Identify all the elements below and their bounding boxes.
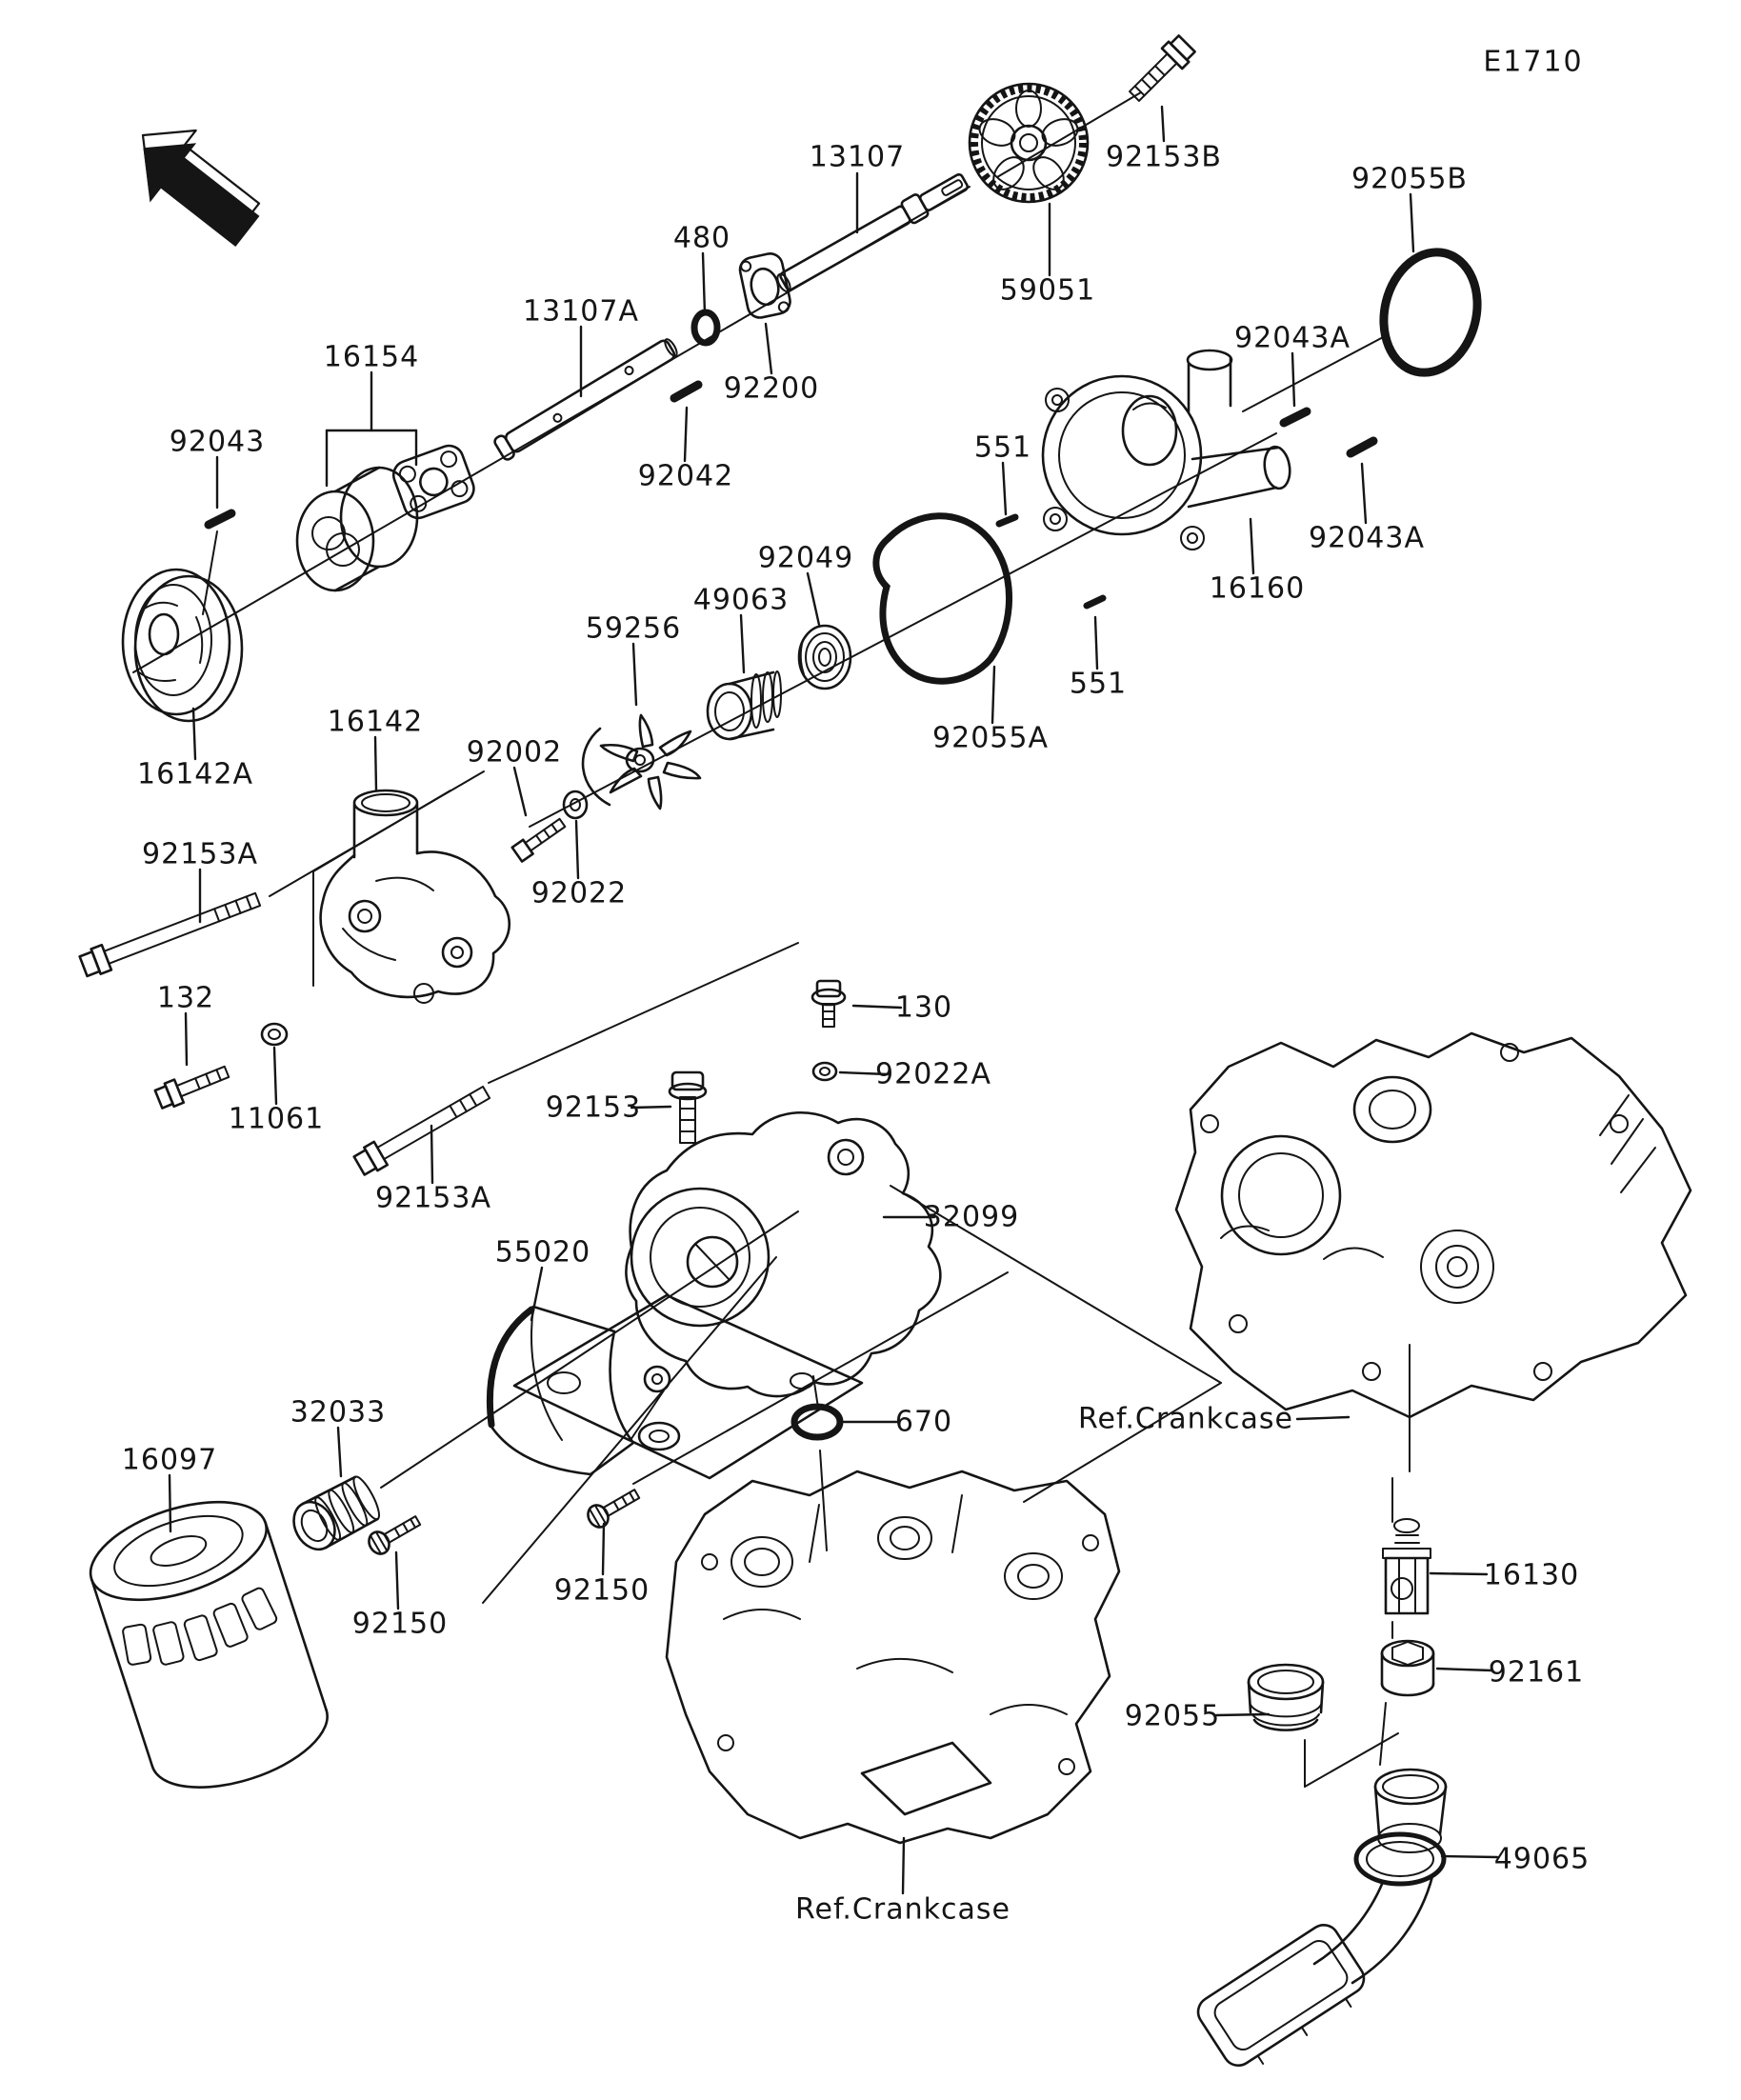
rotor-set-16154-drawing — [295, 444, 475, 592]
part-label-16130: 16130 — [1483, 1558, 1580, 1592]
part-label-59051: 59051 — [999, 273, 1096, 308]
guard-55020-drawing — [486, 1305, 671, 1476]
relief-valve-16130-drawing — [1382, 1518, 1431, 1615]
part-label-59256: 59256 — [585, 611, 682, 646]
part-label-132: 132 — [156, 981, 215, 1015]
part-label-551-1: 551 — [973, 430, 1032, 465]
part-label-16160: 16160 — [1209, 571, 1306, 606]
part-label-92153a-1: 92153A — [142, 837, 258, 871]
part-label-92002: 92002 — [466, 735, 563, 770]
part-label-92055b: 92055B — [1351, 162, 1469, 196]
plug-92055-drawing — [1247, 1663, 1325, 1731]
label-leader-lines — [168, 105, 1499, 1895]
part-label-32099: 32099 — [923, 1200, 1020, 1234]
part-label-13107a: 13107A — [523, 294, 639, 329]
pin-551-upper-drawing — [995, 513, 1019, 528]
impeller-59256-drawing — [581, 713, 702, 810]
part-label-92200: 92200 — [723, 371, 820, 406]
washer-92022-drawing — [562, 790, 589, 820]
part-label-16154: 16154 — [323, 340, 420, 374]
part-label-49063: 49063 — [692, 583, 790, 617]
washer-480-drawing — [690, 309, 721, 347]
shaft-13107a-drawing — [493, 338, 678, 461]
oil-filter-16097-drawing — [89, 1500, 329, 1789]
part-label-92022a: 92022A — [875, 1057, 991, 1091]
seal-92049-drawing — [797, 624, 852, 690]
assembly-axis-lines — [132, 91, 1411, 1788]
part-label-13107: 13107 — [809, 140, 906, 174]
pin-92043-drawing — [204, 509, 236, 530]
gasket-92055a-drawing — [872, 512, 1013, 685]
oil-pump-32099-drawing — [512, 1111, 942, 1480]
part-label-16097: 16097 — [121, 1443, 218, 1477]
part-label-480: 480 — [672, 221, 731, 255]
part-label-92153: 92153 — [545, 1090, 642, 1125]
rotor-16142a-drawing — [121, 568, 244, 723]
part-label-e1710: E1710 — [1483, 45, 1584, 79]
part-label-ref-crankcase-1: Ref.Crankcase — [1078, 1402, 1293, 1436]
part-label-92150-2: 92150 — [351, 1607, 449, 1641]
water-pump-cover-16160-drawing — [1041, 349, 1291, 550]
pin-92043a-lower-drawing — [1346, 436, 1378, 458]
socket-92161-drawing — [1380, 1639, 1435, 1697]
part-label-92043a-1: 92043A — [1234, 321, 1351, 355]
front-arrow-marker: FRONT — [141, 129, 262, 248]
washer-11061-drawing — [260, 1022, 289, 1047]
bolt-92150-right-drawing — [587, 1489, 641, 1529]
oring-92055b-drawing — [1379, 248, 1482, 377]
part-label-92153a-2: 92153A — [375, 1181, 491, 1215]
crankcase-right-drawing — [1174, 1031, 1692, 1419]
part-label-11061: 11061 — [228, 1102, 325, 1136]
part-label-92055: 92055 — [1124, 1699, 1221, 1733]
part-label-92055a: 92055A — [932, 721, 1049, 755]
bolt-92150-left-drawing — [368, 1515, 422, 1555]
part-label-ref-crankcase-2: Ref.Crankcase — [795, 1892, 1011, 1927]
part-label-92043: 92043 — [169, 425, 266, 459]
drive-gear-59051-drawing — [968, 82, 1090, 204]
seal-49063-drawing — [706, 670, 782, 741]
bolt-92153a-1-drawing — [78, 891, 262, 978]
shaft-13107-drawing — [776, 172, 970, 293]
part-label-49065: 49065 — [1493, 1842, 1591, 1876]
bolt-92002-drawing — [510, 817, 567, 863]
part-label-92161: 92161 — [1488, 1655, 1585, 1690]
part-label-16142a: 16142A — [137, 757, 253, 791]
part-label-92042: 92042 — [637, 459, 734, 493]
bolt-132-drawing — [153, 1065, 230, 1110]
part-label-92153b: 92153B — [1105, 140, 1223, 174]
part-label-670: 670 — [894, 1405, 953, 1439]
part-label-92022: 92022 — [530, 876, 628, 910]
part-label-92049: 92049 — [757, 541, 854, 575]
bolt-92153b-drawing — [1129, 34, 1196, 102]
part-label-92043a-2: 92043A — [1309, 521, 1425, 555]
part-label-551-2: 551 — [1069, 667, 1128, 701]
bolt-92153-drawing — [668, 1070, 708, 1144]
washer-92022a-drawing — [811, 1061, 838, 1082]
part-label-32033: 32033 — [290, 1395, 387, 1430]
part-label-92150-1: 92150 — [553, 1573, 650, 1608]
pin-92042-drawing — [670, 380, 703, 403]
bolt-92153a-2-drawing — [352, 1085, 491, 1176]
pin-551-lower-drawing — [1083, 594, 1107, 610]
part-label-130: 130 — [894, 990, 953, 1025]
crankcase-bottom-drawing — [665, 1470, 1121, 1845]
part-label-16142: 16142 — [327, 705, 424, 739]
bolt-130-drawing — [810, 979, 847, 1028]
water-pump-body-16142-drawing — [319, 789, 511, 1004]
oil-pipe-49065-drawing — [1196, 1768, 1448, 2068]
pin-92043a-upper-drawing — [1279, 407, 1311, 428]
collar-32033-drawing — [292, 1475, 381, 1551]
part-label-55020: 55020 — [494, 1235, 591, 1270]
